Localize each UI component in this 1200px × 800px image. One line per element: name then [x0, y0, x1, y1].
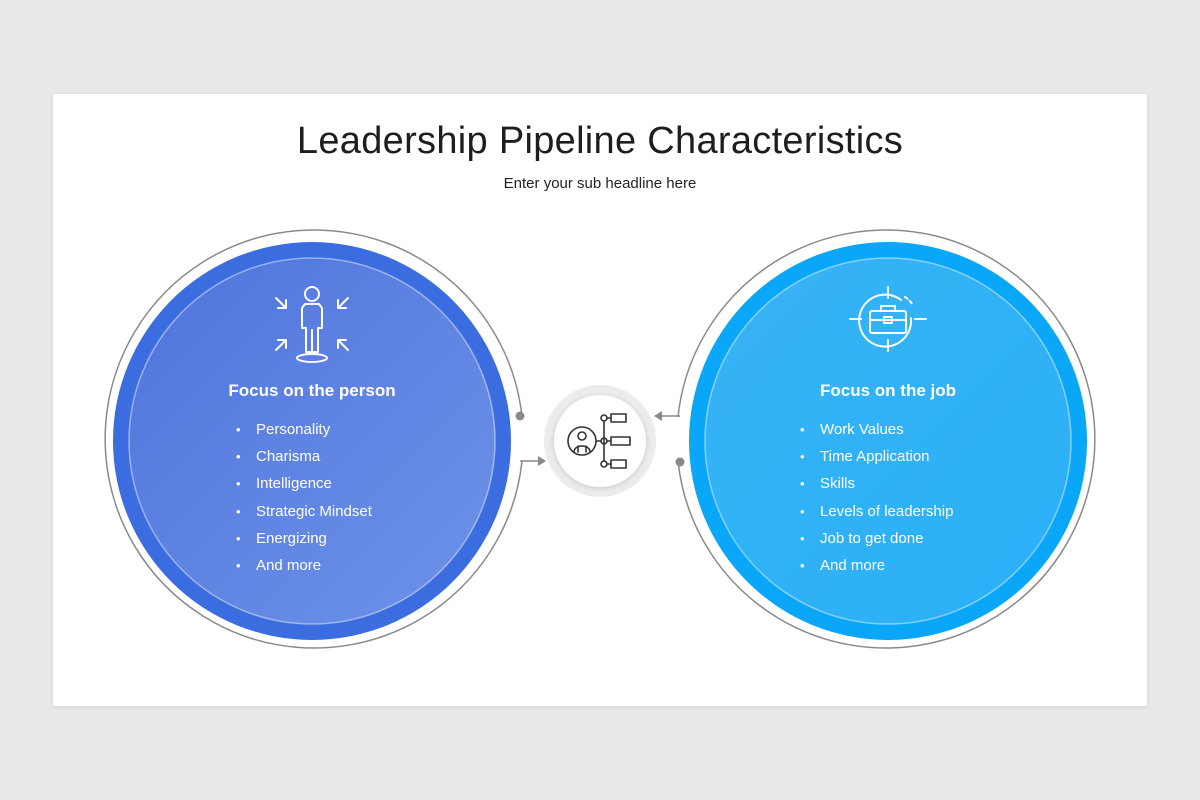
- left-outline-ring: [104, 229, 523, 649]
- page-title: Leadership Pipeline Characteristics: [296, 120, 904, 162]
- right-list: Work Values Time Application Skills Leve…: [800, 416, 953, 579]
- list-item: Work Values: [800, 416, 953, 443]
- briefcase-target-icon: [849, 286, 927, 352]
- left-heading: Focus on the person: [228, 381, 396, 400]
- list-item: Energizing: [236, 525, 372, 552]
- left-list: Personality Charisma Intelligence Strate…: [236, 416, 372, 579]
- list-item: Time Application: [800, 443, 953, 470]
- right-outline-ring: [677, 229, 1096, 649]
- org-structure-person-icon: [567, 413, 631, 469]
- list-item: Strategic Mindset: [236, 498, 372, 525]
- list-item: Intelligence: [236, 470, 372, 497]
- connector-left-to-center: [515, 411, 546, 466]
- list-item: Levels of leadership: [800, 498, 953, 525]
- list-item: Job to get done: [800, 525, 953, 552]
- person-with-inward-arrows-icon: [275, 286, 349, 363]
- list-item: And more: [236, 552, 372, 579]
- list-item: Personality: [236, 416, 372, 443]
- page-subtitle: Enter your sub headline here: [503, 175, 697, 192]
- list-item: Skills: [800, 470, 953, 497]
- connector-right-to-center: [654, 411, 685, 467]
- list-item: And more: [800, 552, 953, 579]
- list-item: Charisma: [236, 443, 372, 470]
- right-heading: Focus on the job: [820, 381, 956, 400]
